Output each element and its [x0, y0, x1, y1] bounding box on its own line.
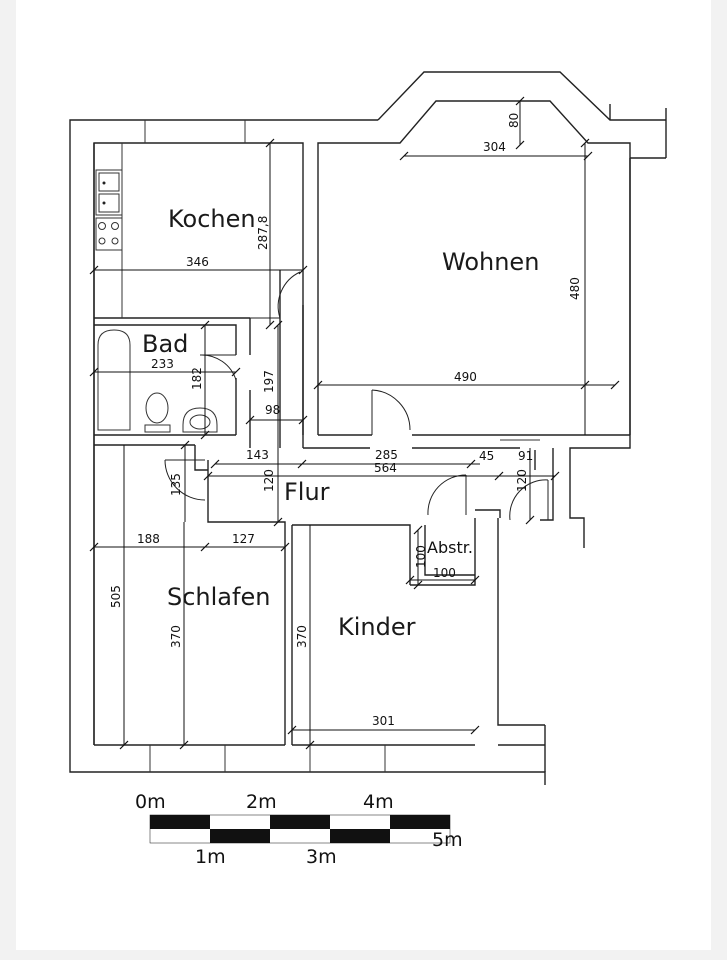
room-label-kochen: Kochen [168, 205, 256, 233]
dim-flur-135: 135 [169, 473, 183, 496]
dim-schlafen-127: 127 [232, 532, 255, 546]
scale-segment-3 [330, 829, 390, 843]
scale-bar: 0m 2m 4m 1m 3m 5m [135, 791, 463, 868]
bedroom-door-arc [164, 459, 206, 501]
dim-bad-height: 182 [190, 367, 204, 390]
dim-hall-98: 98 [265, 403, 280, 417]
room-label-bad: Bad [142, 330, 188, 358]
dim-bad-width: 233 [151, 357, 174, 371]
dim-schlafen-505: 505 [109, 585, 123, 608]
storage-door-arc [427, 474, 467, 516]
dim-kochen-width: 346 [186, 255, 209, 269]
dim-hall-197: 197 [262, 370, 276, 393]
room-label-wohnen: Wohnen [442, 248, 539, 276]
dim-flur-143: 143 [246, 448, 269, 462]
scale-segment-2 [270, 815, 330, 829]
bathtub-icon [97, 329, 131, 431]
dim-kinder-301: 301 [372, 714, 395, 728]
outer-walls [69, 71, 667, 785]
scale-label-5m: 5m [432, 829, 463, 851]
room-label-schlafen: Schlafen [167, 583, 270, 611]
room-label-abstr: Abstr. [427, 538, 473, 557]
dim-kochen-height: 287,8 [256, 216, 270, 250]
dim-wohnen-width: 490 [454, 370, 477, 384]
doors [164, 271, 549, 521]
scale-segment-1 [210, 829, 270, 843]
entry-door-arc [509, 479, 549, 521]
scale-label-1m: 1m [195, 846, 226, 868]
floor-plan-page: Kochen Wohnen Bad Flur Abstr. Schlafen K… [16, 0, 711, 950]
toilet-icon [144, 424, 171, 433]
dim-abstr-width: 100 [433, 566, 456, 580]
kitchen-fixtures [95, 143, 123, 318]
kitchen-door-arc [277, 271, 301, 319]
dim-wohnen-height: 480 [568, 277, 582, 300]
dim-flur-564: 564 [374, 461, 397, 475]
scale-segment-4 [390, 815, 450, 829]
dim-schlafen-370: 370 [169, 625, 183, 648]
dim-abstr-height: 100 [414, 545, 428, 568]
room-label-kinder: Kinder [338, 613, 416, 641]
dim-wohnen-bay-width: 304 [483, 140, 506, 154]
dim-flur-120-right: 120 [515, 469, 529, 492]
dim-flur-285: 285 [375, 448, 398, 462]
scale-label-4m: 4m [363, 791, 394, 813]
dim-flur-120-left: 120 [262, 469, 276, 492]
dim-flur-91: 91 [518, 449, 533, 463]
scale-label-3m: 3m [306, 846, 337, 868]
dim-schlafen-188: 188 [137, 532, 160, 546]
dimension-lines [89, 96, 620, 750]
scale-label-0m: 0m [135, 791, 166, 813]
scale-segment-0 [150, 815, 210, 829]
dim-wohnen-bay-depth: 80 [507, 113, 521, 128]
scale-label-2m: 2m [246, 791, 277, 813]
living-door-arc [371, 389, 411, 431]
dim-flur-45: 45 [479, 449, 494, 463]
dim-kinder-370: 370 [295, 625, 309, 648]
floor-plan-drawing: Kochen Wohnen Bad Flur Abstr. Schlafen K… [69, 71, 667, 868]
interior-walls [94, 158, 631, 745]
room-label-flur: Flur [284, 478, 330, 506]
bath-fixtures [97, 329, 218, 433]
